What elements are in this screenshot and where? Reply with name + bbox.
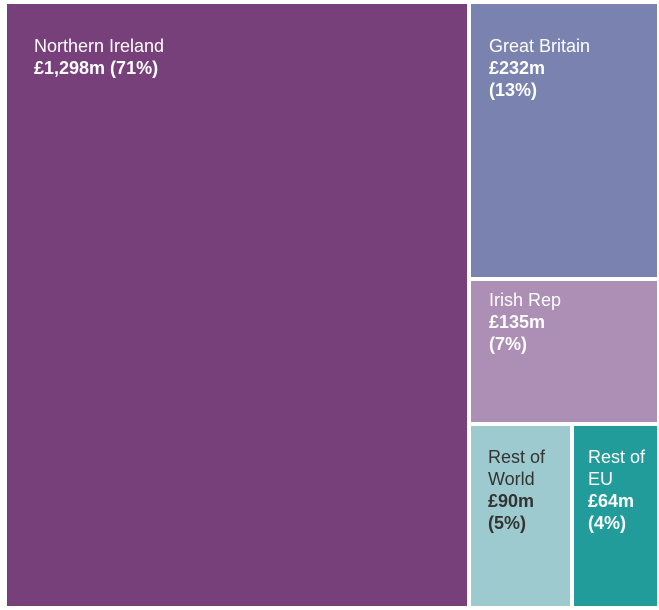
tile-name-gb: Great Britain xyxy=(489,36,591,56)
treemap-tile-gb: Great Britain£232m(13%) xyxy=(469,2,659,279)
tile-name-ni: Northern Ireland xyxy=(34,36,165,56)
tile-value-ni: £1,298m (71%) xyxy=(34,58,159,78)
treemap-tile-ni: Northern Ireland£1,298m (71%) xyxy=(5,2,469,608)
tile-value-ir: £135m xyxy=(489,312,546,332)
tile-value-reu: (4%) xyxy=(588,513,627,533)
treemap-tile-ir: Irish Rep£135m(7%) xyxy=(469,279,659,424)
tile-label-gb: Great Britain£232m(13%) xyxy=(489,35,590,101)
tile-name-row: World xyxy=(488,469,535,489)
tile-name-reu: Rest of xyxy=(588,447,646,467)
tile-name-reu: EU xyxy=(588,469,614,489)
tile-value-ir: (7%) xyxy=(489,334,528,354)
tile-value-row: £90m xyxy=(488,491,535,511)
tile-label-ir: Irish Rep£135m(7%) xyxy=(489,289,561,355)
tile-label-ni: Northern Ireland£1,298m (71%) xyxy=(34,35,164,79)
tile-value-gb: (13%) xyxy=(489,80,538,100)
tile-name-row: Rest of xyxy=(488,447,546,467)
tile-name-ir: Irish Rep xyxy=(489,290,562,310)
tile-value-reu: £64m xyxy=(588,491,635,511)
tile-value-gb: £232m xyxy=(489,58,546,78)
tile-value-row: (5%) xyxy=(488,513,527,533)
